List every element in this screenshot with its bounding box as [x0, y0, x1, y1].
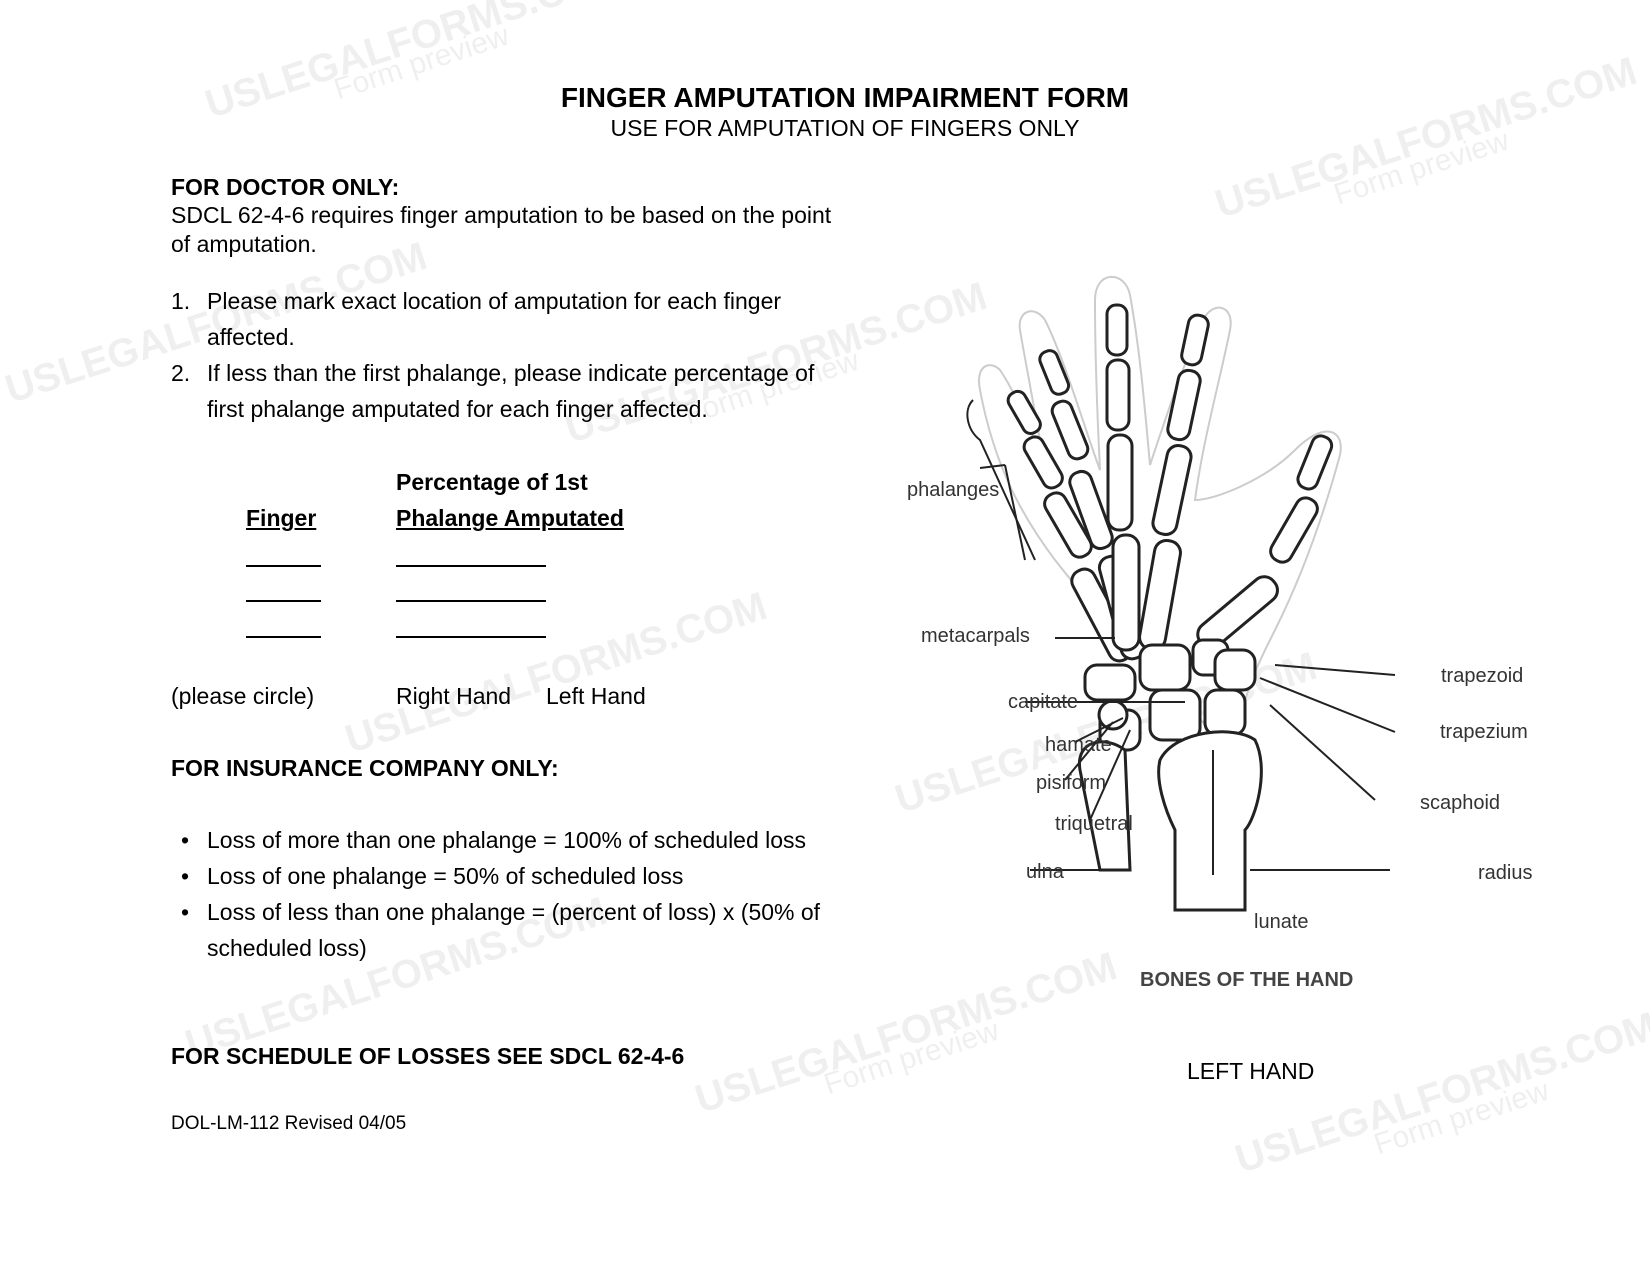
percentage-blank-3[interactable]	[396, 636, 546, 638]
bullet-icon: •	[181, 827, 190, 853]
finger-blank-3[interactable]	[246, 636, 321, 638]
col1-header: Finger	[246, 505, 317, 531]
left-hand-option[interactable]: Left Hand	[546, 683, 646, 709]
bullet-text: Loss of more than one phalange = 100% of…	[207, 827, 807, 853]
col2-header-line2: Phalange Amputated	[396, 505, 624, 531]
hand-outline	[978, 275, 1342, 910]
circle-instruction: (please circle)	[171, 683, 315, 709]
percentage-blank-2[interactable]	[396, 600, 546, 602]
bullet-item: • Loss of more than one phalange = 100% …	[171, 822, 867, 858]
hand-bones-diagram	[966, 275, 1396, 912]
label-lunate: lunate	[1254, 911, 1309, 933]
instruction-item: 2. If less than the first phalange, plea…	[171, 355, 847, 427]
watermark-text: USLEGALFORMS.COM	[1230, 1004, 1650, 1182]
finger-bones	[1006, 303, 1334, 663]
label-ulna: ulna	[1026, 861, 1064, 883]
schedule-note: FOR SCHEDULE OF LOSSES SEE SDCL 62-4-6	[171, 1043, 685, 1069]
instruction-number: 1.	[171, 288, 191, 314]
instruction-item: 1. Please mark exact location of amputat…	[171, 283, 847, 355]
label-phalanges: phalanges	[907, 479, 1000, 501]
forearm-bones	[1078, 730, 1263, 912]
form-title: FINGER AMPUTATION IMPAIRMENT FORM	[560, 82, 1130, 113]
hand-side-label: LEFT HAND	[1187, 1058, 1315, 1084]
finger-blank-2[interactable]	[246, 600, 321, 602]
right-hand-option[interactable]: Right Hand	[396, 683, 512, 709]
finger-blank-1[interactable]	[246, 565, 321, 567]
label-radius: radius	[1478, 862, 1533, 884]
form-id: DOL-LM-112 Revised 04/05	[171, 1113, 407, 1134]
leader-lines	[979, 464, 1396, 875]
label-trapezoid: trapezoid	[1441, 665, 1524, 687]
label-hamate: hamate	[1045, 734, 1112, 756]
instruction-text: Please mark exact location of amputation…	[207, 288, 782, 350]
diagram-caption: BONES OF THE HAND	[1140, 969, 1354, 991]
doctor-heading: FOR DOCTOR ONLY:	[171, 174, 400, 200]
label-scaphoid: scaphoid	[1420, 792, 1501, 814]
label-metacarpals: metacarpals	[921, 625, 1030, 647]
watermark-text: USLEGALFORMS.COM	[690, 944, 1123, 1122]
instruction-list: 1. Please mark exact location of amputat…	[171, 283, 847, 427]
watermark-text: USLEGALFORMS.COM	[340, 584, 773, 762]
label-trapezium: trapezium	[1440, 721, 1528, 743]
instruction-text: If less than the first phalange, please …	[207, 360, 815, 422]
bullet-item: • Loss of one phalange = 50% of schedule…	[171, 858, 867, 894]
label-pisiform: pisiform	[1036, 772, 1107, 794]
col2-header-line1: Percentage of 1st	[396, 469, 588, 495]
percentage-blank-1[interactable]	[396, 565, 546, 567]
label-capitate: capitate	[1008, 691, 1079, 713]
insurance-bullet-list: • Loss of more than one phalange = 100% …	[171, 822, 867, 966]
label-triquetral: triquetral	[1055, 813, 1133, 835]
doctor-intro: SDCL 62-4-6 requires finger amputation t…	[171, 202, 832, 257]
insurance-heading: FOR INSURANCE COMPANY ONLY:	[171, 755, 559, 781]
bullet-text: Loss of less than one phalange = (percen…	[207, 899, 821, 961]
bullet-icon: •	[181, 863, 190, 889]
bullet-item: • Loss of less than one phalange = (perc…	[171, 894, 867, 966]
form-subtitle: USE FOR AMPUTATION OF FINGERS ONLY	[610, 115, 1080, 141]
bullet-icon: •	[181, 899, 190, 925]
instruction-number: 2.	[171, 360, 191, 386]
bullet-text: Loss of one phalange = 50% of scheduled …	[207, 863, 684, 889]
